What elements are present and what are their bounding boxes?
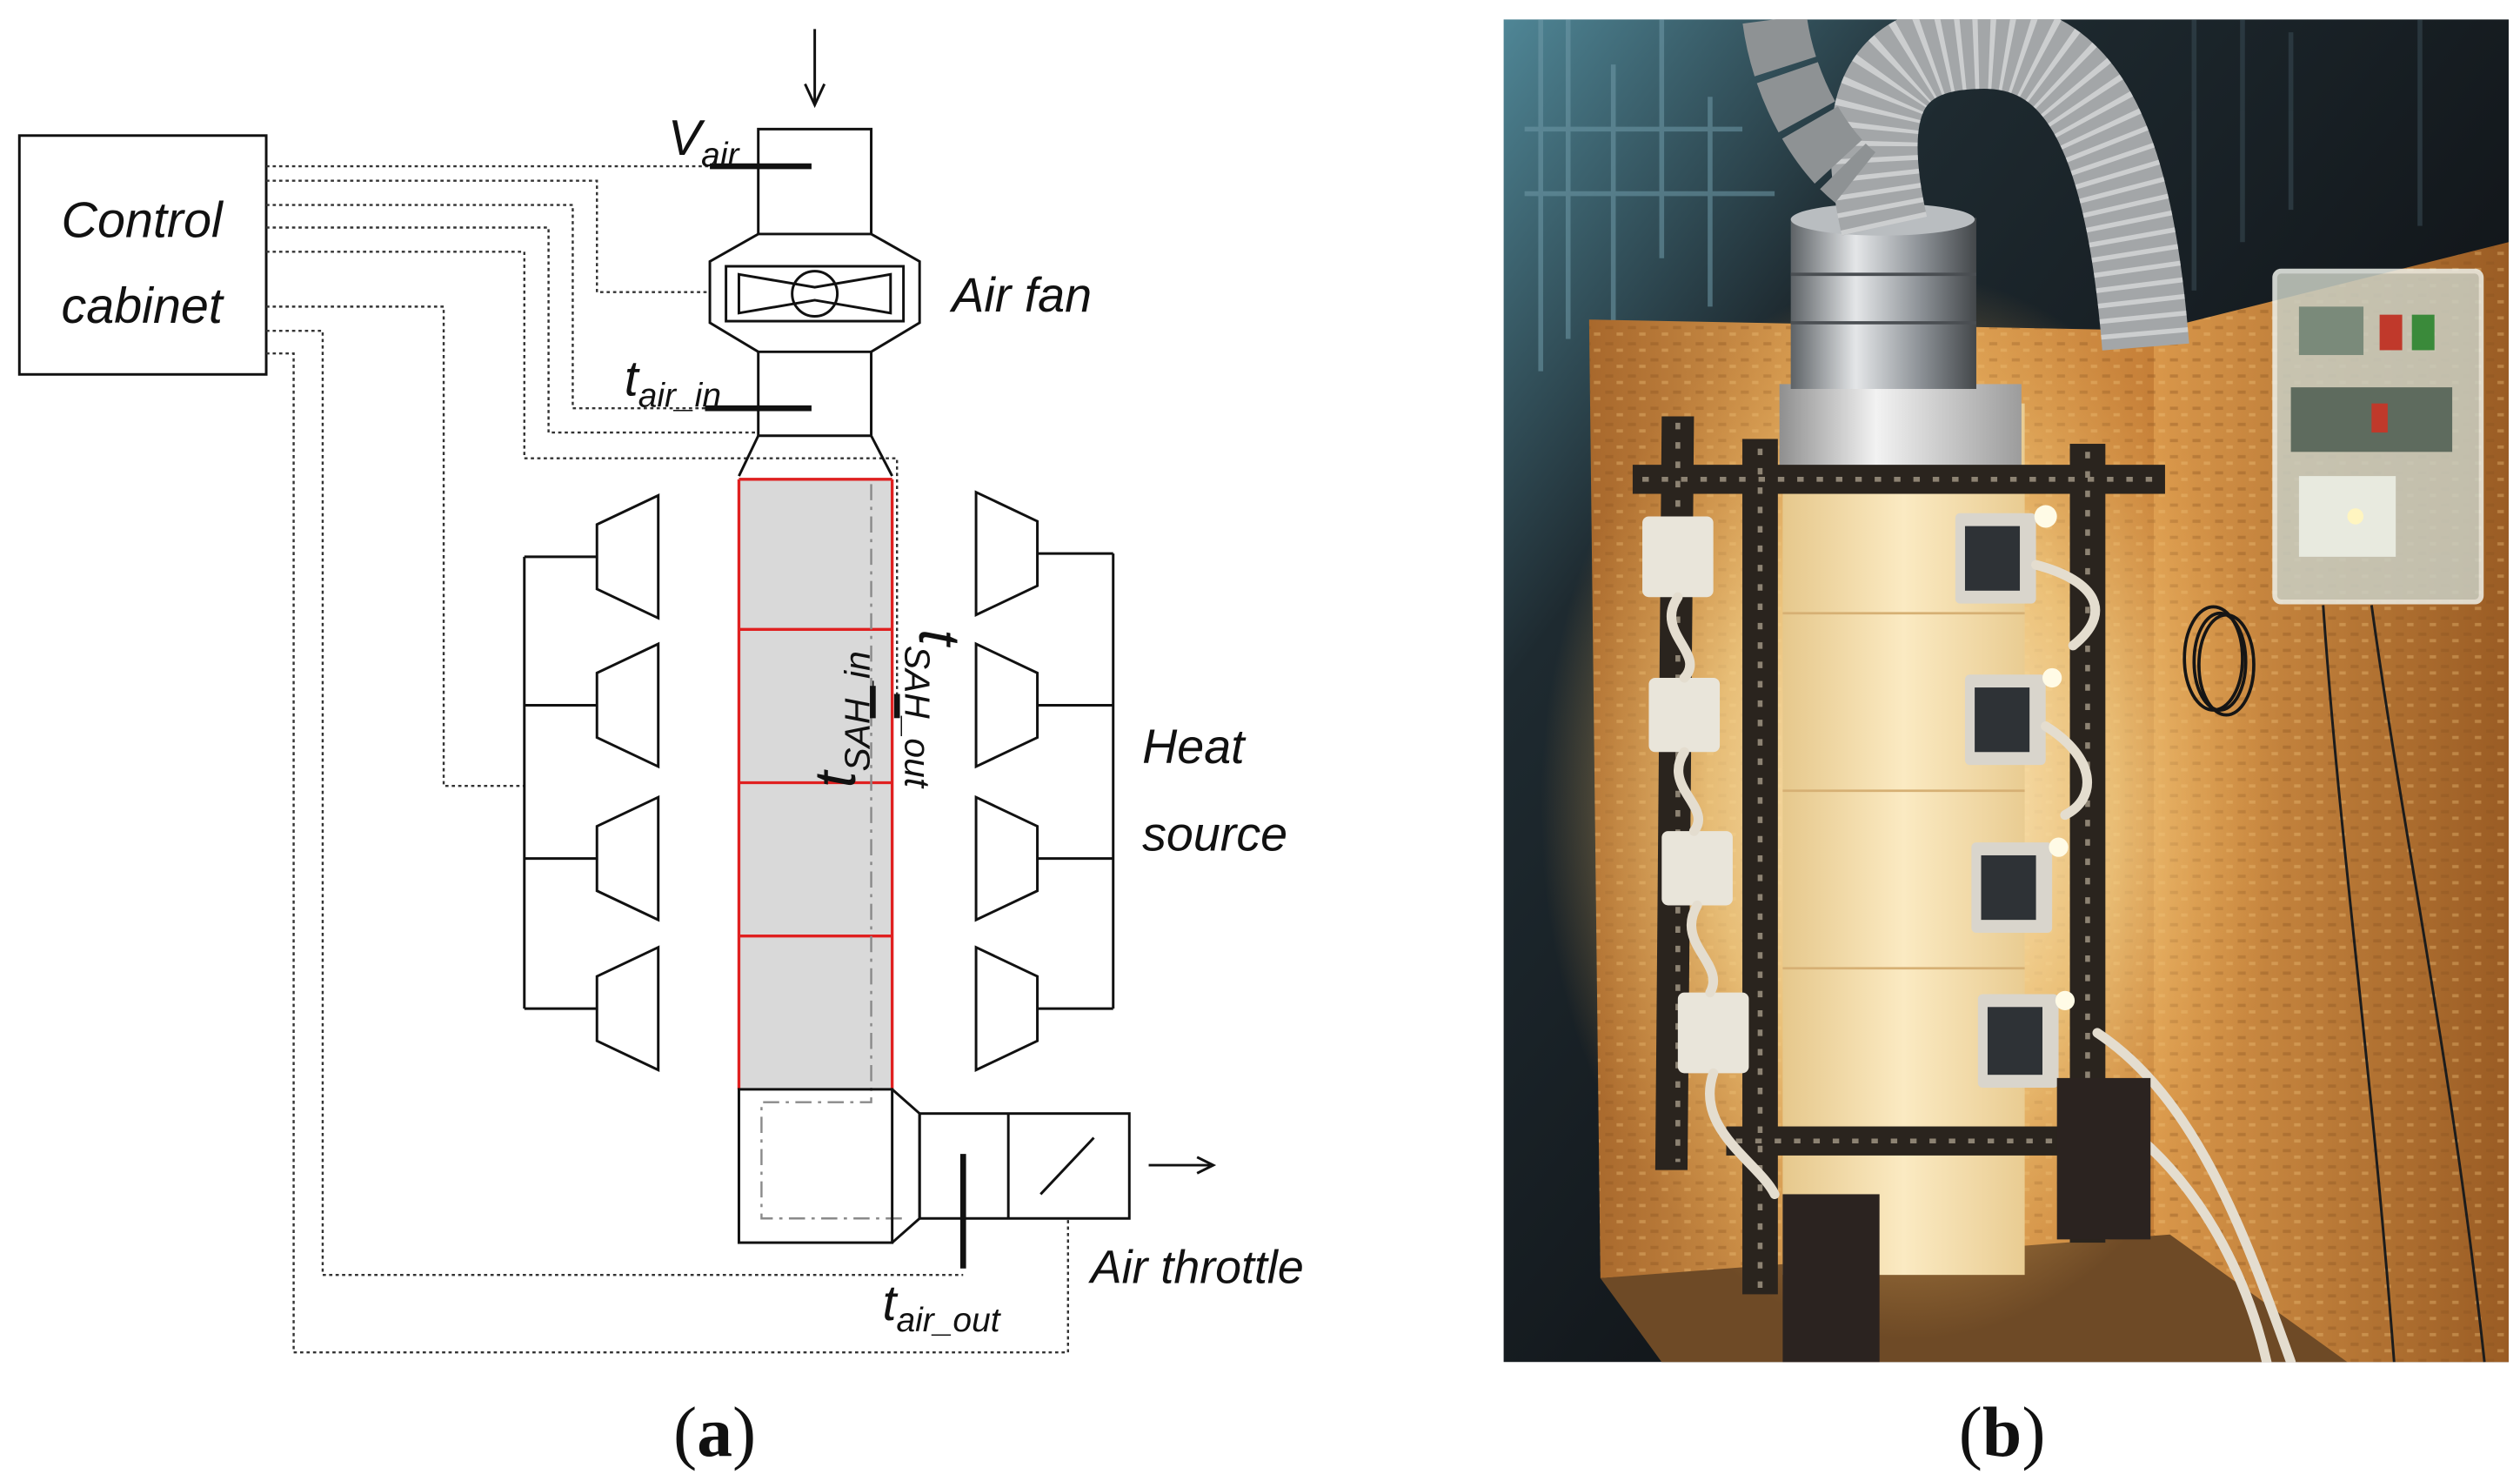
solar-air-heater-collector (737, 477, 904, 1220)
fan-outlet-duct (757, 352, 873, 438)
outlet-arrow-icon (1148, 1156, 1217, 1175)
lamp-bus-left (523, 555, 598, 1010)
lamp-front (1981, 854, 2036, 921)
t-air-in-label: tair_in (625, 351, 721, 414)
support-block-right (2056, 1077, 2151, 1240)
absorber-block-joints (1782, 612, 2025, 1131)
lamp-icon (595, 794, 660, 922)
wire-air-throttle (266, 352, 1070, 1354)
upper-duct (757, 127, 873, 234)
cabinet-component (2371, 403, 2388, 433)
heat-source-left (523, 493, 660, 1072)
frame-holes (1642, 422, 2159, 1288)
lamp-light (2055, 990, 2075, 1011)
wire-air-fan (266, 179, 711, 293)
lamp-front (1964, 526, 2021, 591)
wire-heat-source (266, 305, 525, 787)
duct-cylinder (1790, 218, 1976, 389)
lamp-front (1975, 687, 2030, 753)
lamp-light (2034, 505, 2057, 528)
control-cabinet: Control cabinet (17, 134, 268, 376)
outlet-pipe (918, 1112, 1131, 1220)
lamp-icon (595, 493, 660, 620)
signal-wires (266, 164, 1070, 1354)
lamp-front (1987, 1007, 2042, 1076)
air-fan-icon (708, 232, 921, 353)
t-sah-out-label: tSAH_out (897, 629, 971, 788)
test-rig-photo (1503, 19, 2509, 1363)
collector-inlet-transition (738, 435, 893, 477)
lamp-icon (974, 945, 1039, 1072)
wire-t-air-in (266, 204, 705, 410)
v-air-label: Vair (668, 111, 741, 174)
t-sah-in-label: tSAH_in (804, 651, 878, 787)
inlet-arrow-icon (804, 29, 826, 109)
collector-segment-lines (737, 478, 894, 1089)
heat-source-right (974, 490, 1115, 1072)
wire-t-sah-out (266, 251, 899, 694)
air-fan-label: Air fan (949, 268, 1092, 322)
support-block-left (1782, 1194, 1880, 1363)
air-throttle-valve-icon (1039, 1136, 1095, 1196)
lamp-icon (595, 641, 660, 769)
panel-a-caption: (a) (673, 1392, 756, 1471)
lamp-light (2042, 667, 2062, 688)
photo-control-cabinet (2272, 268, 2484, 605)
lamp-icon (595, 945, 660, 1072)
cabinet-light (2347, 508, 2364, 525)
cabinet-component (2298, 476, 2396, 557)
flexible-duct-upper (1742, 19, 1876, 203)
heat-source-label-line2: source (1142, 807, 1287, 861)
lamp-icon (974, 490, 1039, 617)
t-air-out-label: tair_out (883, 1276, 1002, 1339)
air-throttle-label: Air throttle (1088, 1241, 1304, 1293)
lamp-light (2049, 837, 2069, 857)
cabinet-component (2411, 314, 2435, 351)
flexible-duct-ribs (1830, 19, 2189, 351)
lamp-housing (1661, 831, 1733, 906)
lamp-housing (1677, 992, 1749, 1074)
heat-source-label-line1: Heat (1142, 720, 1247, 774)
dark-cables (2322, 605, 2486, 1363)
lamp-bus-right (1037, 552, 1115, 1010)
frame-post-left (1654, 416, 1694, 1170)
lamp-housing (1642, 516, 1714, 598)
duct-cylinder-bands (1790, 272, 1976, 325)
foil-tape-section (1779, 384, 2022, 468)
lamp-icon (974, 794, 1039, 922)
collector-internal-channel (760, 484, 904, 1220)
schematic-diagram: Control cabinet Vair (17, 29, 1304, 1354)
collector-outlet-box (737, 1088, 894, 1244)
control-cabinet-label-line2: cabinet (62, 278, 224, 334)
outlet-transition (891, 1088, 921, 1244)
background-pipes (1524, 19, 2423, 372)
cabinet-component (2298, 306, 2364, 356)
cabinet-component (2379, 314, 2403, 351)
control-cabinet-label-line1: Control (62, 193, 225, 249)
control-cabinet-box (17, 134, 268, 376)
photo-lamps-right (1955, 505, 2075, 1089)
cable-coil (2182, 605, 2256, 717)
wire-t-air-out (266, 329, 964, 1277)
lamp-housing (1648, 677, 1721, 753)
white-cables (1667, 560, 2296, 1363)
photo-lamps-left (1642, 516, 1749, 1074)
lamp-icon (974, 641, 1039, 769)
panel-b-caption: (b) (1959, 1392, 2046, 1471)
